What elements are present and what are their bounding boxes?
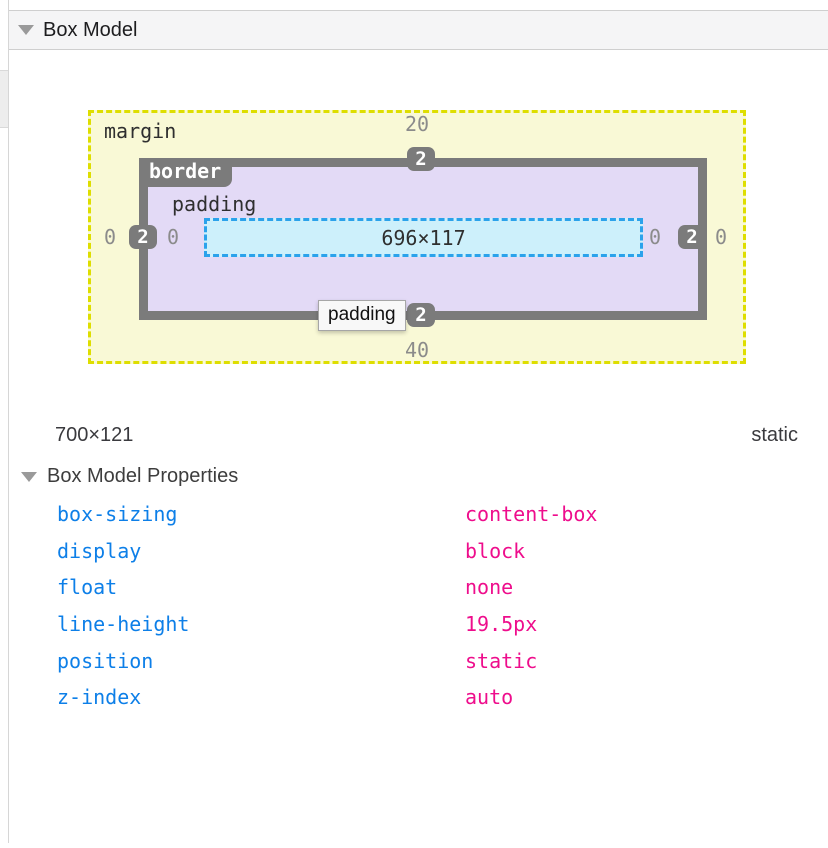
panel-left-divider xyxy=(8,0,9,843)
margin-right-value[interactable]: 0 xyxy=(714,225,728,249)
border-bottom-value[interactable]: 2 xyxy=(407,303,435,327)
property-value: none xyxy=(465,575,514,600)
disclosure-triangle-icon[interactable] xyxy=(18,25,34,35)
property-name: line-height xyxy=(57,612,190,637)
adjacent-panel-fragment xyxy=(0,70,8,128)
property-row[interactable]: position static xyxy=(57,642,808,679)
hover-tooltip: padding xyxy=(318,300,406,331)
content-region[interactable]: 696×117 xyxy=(204,218,643,257)
element-position: static xyxy=(751,424,798,446)
property-value: block xyxy=(465,538,526,563)
property-value: auto xyxy=(465,685,514,710)
border-left-value[interactable]: 2 xyxy=(129,225,157,249)
section-title: Box Model xyxy=(43,18,138,41)
padding-label: padding xyxy=(172,192,257,216)
border-right-value[interactable]: 2 xyxy=(678,225,706,249)
element-dimensions: 700×121 xyxy=(55,424,134,446)
content-size: 696×117 xyxy=(381,225,466,250)
padding-left-value[interactable]: 0 xyxy=(166,225,180,249)
property-row[interactable]: display block xyxy=(57,533,808,570)
property-row[interactable]: line-height 19.5px xyxy=(57,606,808,643)
disclosure-triangle-icon[interactable] xyxy=(21,471,37,482)
box-model-properties-header[interactable]: Box Model Properties xyxy=(0,465,238,488)
properties-section-title: Box Model Properties xyxy=(47,465,239,487)
property-row[interactable]: box-sizing content-box xyxy=(57,496,808,533)
element-summary-row: 700×121 static xyxy=(0,424,828,448)
property-row[interactable]: z-index auto xyxy=(57,679,808,716)
property-value: static xyxy=(465,648,538,673)
property-value: content-box xyxy=(465,502,598,527)
property-name: position xyxy=(57,648,154,673)
property-name: display xyxy=(57,538,142,563)
property-name: float xyxy=(57,575,118,600)
property-name: z-index xyxy=(57,685,142,710)
property-name: box-sizing xyxy=(57,502,178,527)
property-row[interactable]: float none xyxy=(57,569,808,606)
property-value: 19.5px xyxy=(465,612,538,637)
border-label: border xyxy=(139,158,233,187)
margin-top-value[interactable]: 20 xyxy=(404,112,430,136)
border-top-value[interactable]: 2 xyxy=(407,147,435,171)
margin-bottom-value[interactable]: 40 xyxy=(404,338,430,362)
properties-list: box-sizing content-box display block flo… xyxy=(57,496,808,716)
box-model-diagram: margin 20 border padding 0 696×117 0 2 0… xyxy=(88,110,746,364)
box-model-section-header[interactable]: Box Model xyxy=(9,10,828,50)
margin-left-value[interactable]: 0 xyxy=(103,225,117,249)
padding-right-value[interactable]: 0 xyxy=(648,225,662,249)
margin-label: margin xyxy=(104,119,177,143)
